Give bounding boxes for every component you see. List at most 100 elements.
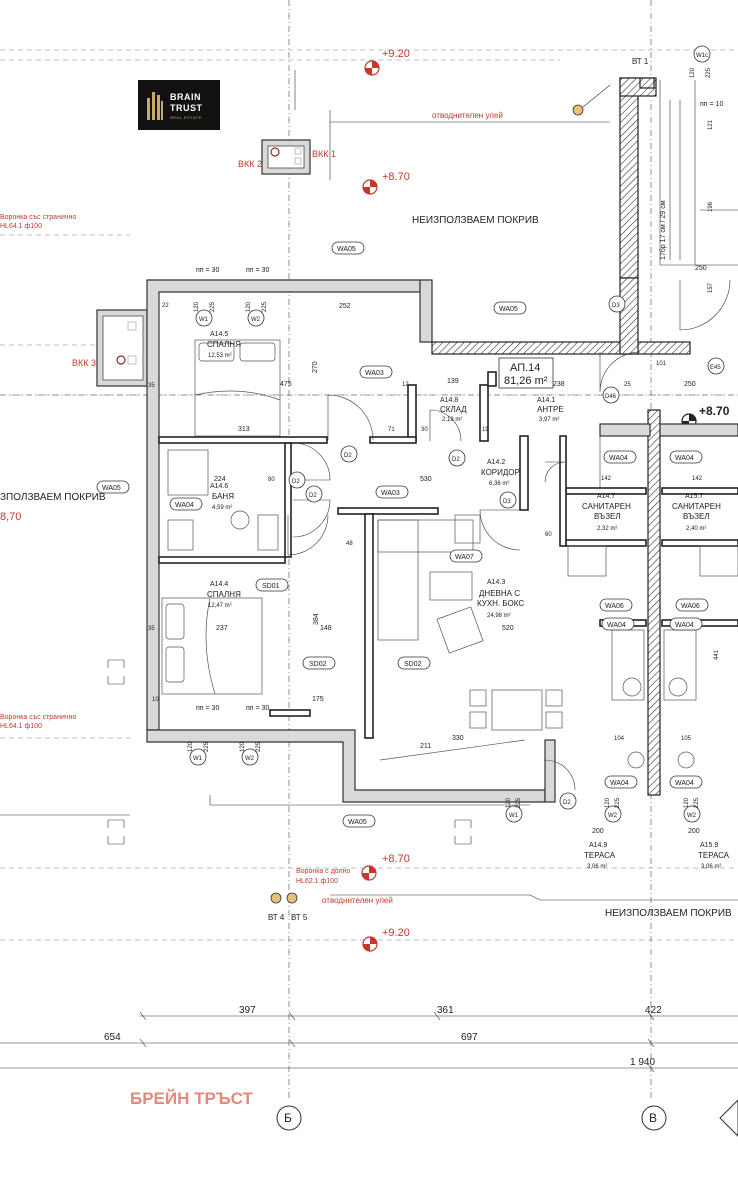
svg-text:D2: D2 (452, 457, 460, 463)
tag-wa03-a: WA03 (359, 365, 393, 379)
svg-text:W2: W2 (608, 813, 618, 819)
tag-d2-b: D2 (448, 449, 466, 467)
level-right-label: +8.70 (699, 404, 730, 418)
svg-text:САНИТАРЕН: САНИТАРЕН (582, 502, 631, 511)
svg-text:A14.5: A14.5 (210, 331, 228, 338)
svg-text:D2: D2 (344, 453, 352, 459)
svg-text:WA06: WA06 (605, 603, 624, 610)
logo-text-brain: BRAIN (170, 92, 201, 102)
svg-text:12: 12 (402, 382, 409, 388)
unused-roof-top-label: НЕИЗПОЛЗВАЕМ ПОКРИВ (412, 215, 539, 226)
svg-text:250: 250 (684, 381, 696, 388)
svg-text:W2: W2 (687, 813, 697, 819)
svg-text:A14.3: A14.3 (487, 579, 505, 586)
drain-bt4-icon (270, 892, 282, 904)
tag-w2-top: W2 (247, 309, 265, 327)
drain-funnel-icon (572, 104, 584, 116)
svg-text:WA04: WA04 (675, 455, 694, 462)
svg-text:WA06: WA06 (681, 603, 700, 610)
svg-text:225: 225 (204, 741, 210, 752)
svg-text:200: 200 (592, 828, 604, 835)
tag-w1-top: W1 (195, 309, 213, 327)
svg-text:SD01: SD01 (262, 583, 280, 590)
bt4-label: ВТ 4 (268, 913, 285, 922)
svg-text:пп = 30: пп = 30 (246, 267, 269, 274)
tag-d2-d: D2 (305, 485, 323, 503)
roof-notes: НЕИЗПОЛЗВАЕМ ПОКРИВ ЗПОЛЗВАЕМ ПОКРИВ НЕИ… (0, 57, 732, 922)
bkk1-label: ВКК 1 (312, 149, 336, 159)
svg-text:D3: D3 (503, 499, 511, 505)
tag-w2-b: W2 (683, 805, 701, 823)
inner-dimensions: 252 475 313 139 238 250 530 224 237 520 … (148, 303, 720, 835)
room-a14-7: A14.7 САНИТАРЕН ВЪЗЕЛ 2,32 m² (582, 493, 631, 532)
svg-text:WA03: WA03 (381, 490, 400, 497)
dim-1940: 1 940 (630, 1057, 655, 1068)
svg-text:120: 120 (246, 301, 252, 312)
apartment-label: АП.14 81,26 m² (498, 357, 554, 389)
svg-text:ВЪЗЕЛ: ВЪЗЕЛ (594, 512, 621, 521)
svg-text:225: 225 (210, 301, 216, 312)
apartment-code: АП.14 (510, 362, 540, 374)
apartment-area: 81,26 m² (504, 375, 548, 387)
tag-w1-living: W1 (505, 805, 523, 823)
level-upper-label: +8.70 (382, 171, 410, 183)
svg-text:ТЕРАСА: ТЕРАСА (698, 851, 730, 860)
svg-text:WA03: WA03 (365, 370, 384, 377)
drain-bt5-icon (286, 892, 298, 904)
tag-w2-a: W2 (604, 805, 622, 823)
tag-sd02-b: SD02 (397, 656, 431, 670)
svg-text:WA04: WA04 (609, 455, 628, 462)
svg-text:АНТРЕ: АНТРЕ (537, 405, 564, 414)
stair-area: 17бр 17 см / 29 см W1c 120 225 пп = 10 1… (619, 45, 738, 293)
tag-d46: D46 (602, 386, 620, 404)
tag-wa04-f: WA04 (669, 775, 703, 789)
svg-text:КУХН. БОКС: КУХН. БОКС (477, 599, 524, 608)
svg-text:196: 196 (708, 201, 714, 212)
element-tags: WA05 WA05 WA05 WA05 WA03 WA03 WA04 WA04 … (96, 241, 725, 828)
svg-text:SD02: SD02 (404, 661, 422, 668)
svg-text:142: 142 (692, 476, 703, 482)
axis-b-label: Б (284, 1111, 292, 1125)
svg-text:25: 25 (624, 382, 631, 388)
svg-text:238: 238 (553, 381, 565, 388)
tag-wa04-a: WA04 (603, 450, 637, 464)
svg-text:313: 313 (238, 426, 250, 433)
svg-text:W1: W1 (509, 813, 519, 819)
svg-text:384: 384 (313, 613, 320, 625)
svg-text:10: 10 (152, 697, 159, 703)
svg-text:A15.7: A15.7 (685, 493, 703, 500)
svg-text:D46: D46 (605, 394, 617, 400)
svg-text:6,36 m²: 6,36 m² (489, 481, 509, 487)
svg-text:D2: D2 (309, 493, 317, 499)
svg-text:A14.4: A14.4 (210, 581, 228, 588)
dim-361: 361 (437, 1005, 454, 1016)
dim-422: 422 (645, 1005, 662, 1016)
tag-sd02-a: SD02 (302, 656, 336, 670)
tag-wa04-c: WA04 (601, 617, 635, 631)
svg-text:157: 157 (708, 282, 714, 293)
svg-text:СПАЛНЯ: СПАЛНЯ (207, 590, 241, 599)
svg-text:148: 148 (320, 625, 332, 632)
svg-text:2,32 m²: 2,32 m² (597, 526, 617, 532)
stair-note: 17бр 17 см / 29 см (659, 200, 667, 260)
svg-text:530: 530 (420, 476, 432, 483)
svg-text:252: 252 (339, 303, 351, 310)
svg-text:270: 270 (312, 361, 319, 373)
svg-text:A14.6: A14.6 (210, 483, 228, 490)
svg-text:71: 71 (388, 427, 395, 433)
level-top-label: +9.20 (382, 48, 410, 60)
svg-text:3,06 m²: 3,06 m² (587, 864, 607, 870)
svg-text:225: 225 (694, 797, 700, 808)
svg-text:WA04: WA04 (607, 622, 626, 629)
gutter-bottom-note: отводнителен улей (322, 896, 393, 905)
bkk3-label: ВКК 3 (72, 358, 96, 368)
room-a15-9: A15.9 ТЕРАСА 3,06 m² (698, 842, 730, 870)
svg-text:250: 250 (695, 265, 707, 272)
logo-text-trust: TRUST (170, 103, 203, 113)
dim-697: 697 (461, 1032, 478, 1043)
svg-text:КОРИДОР: КОРИДОР (481, 468, 520, 477)
room-a15-7: A15.7 САНИТАРЕН ВЪЗЕЛ 2,40 m² (672, 493, 721, 532)
svg-text:35: 35 (148, 383, 155, 389)
svg-text:A14.9: A14.9 (589, 842, 607, 849)
